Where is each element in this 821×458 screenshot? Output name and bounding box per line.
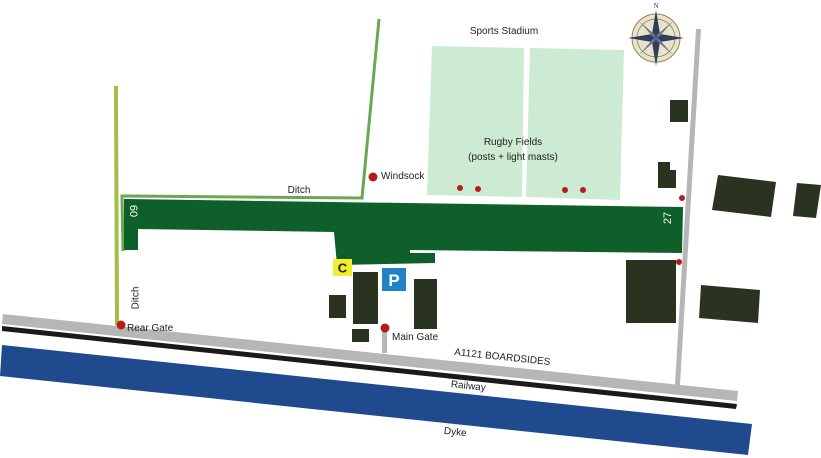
rugby-post-marker bbox=[457, 185, 463, 191]
sports-stadium-label: Sports Stadium bbox=[470, 26, 538, 37]
parking-icon: P bbox=[382, 268, 406, 291]
building bbox=[626, 260, 676, 323]
rear-gate-marker bbox=[116, 320, 126, 330]
road-a1121 bbox=[2, 314, 738, 401]
building bbox=[329, 295, 346, 318]
windsock-label: Windsock bbox=[381, 171, 425, 182]
main-gate-access-road bbox=[382, 326, 387, 353]
ditch-left bbox=[114, 85, 119, 326]
rugby-field-west bbox=[427, 46, 524, 197]
runway-end-marker bbox=[679, 195, 685, 201]
svg-text:N: N bbox=[653, 2, 658, 10]
runway bbox=[124, 199, 683, 265]
building bbox=[414, 279, 437, 329]
building bbox=[712, 175, 776, 217]
svg-text:P: P bbox=[388, 271, 399, 290]
railway bbox=[2, 326, 737, 409]
rear-gate-label: Rear Gate bbox=[127, 323, 174, 334]
compass-rose-icon: N bbox=[628, 2, 684, 66]
building bbox=[353, 272, 378, 324]
building bbox=[793, 183, 821, 218]
rugby-field-east bbox=[526, 48, 624, 200]
building bbox=[670, 100, 688, 122]
ditch-top-label: Ditch bbox=[288, 185, 311, 196]
main-gate-label: Main Gate bbox=[392, 332, 439, 343]
rugby-fields-sublabel: (posts + light masts) bbox=[468, 152, 558, 163]
building bbox=[352, 329, 369, 342]
building bbox=[658, 162, 676, 188]
runway-end-east-label: 27 bbox=[662, 212, 674, 224]
dyke-label: Dyke bbox=[443, 426, 467, 439]
windsock-marker bbox=[368, 172, 378, 182]
ditch-left-label: Ditch bbox=[131, 287, 142, 310]
side-road-east bbox=[675, 29, 701, 385]
building bbox=[699, 285, 760, 323]
ditch-top bbox=[120, 18, 381, 252]
rugby-fields-label: Rugby Fields bbox=[484, 137, 542, 148]
runway-end-west-label: 60 bbox=[127, 205, 139, 217]
runway-end-marker bbox=[676, 259, 682, 265]
main-gate-marker bbox=[380, 323, 390, 333]
rugby-post-marker bbox=[475, 186, 481, 192]
rugby-post-marker bbox=[580, 187, 586, 193]
rugby-post-marker bbox=[562, 187, 568, 193]
railway-label: Railway bbox=[450, 379, 486, 394]
cafe-icon: C bbox=[333, 259, 352, 276]
svg-text:C: C bbox=[338, 261, 348, 276]
dyke bbox=[0, 345, 752, 455]
